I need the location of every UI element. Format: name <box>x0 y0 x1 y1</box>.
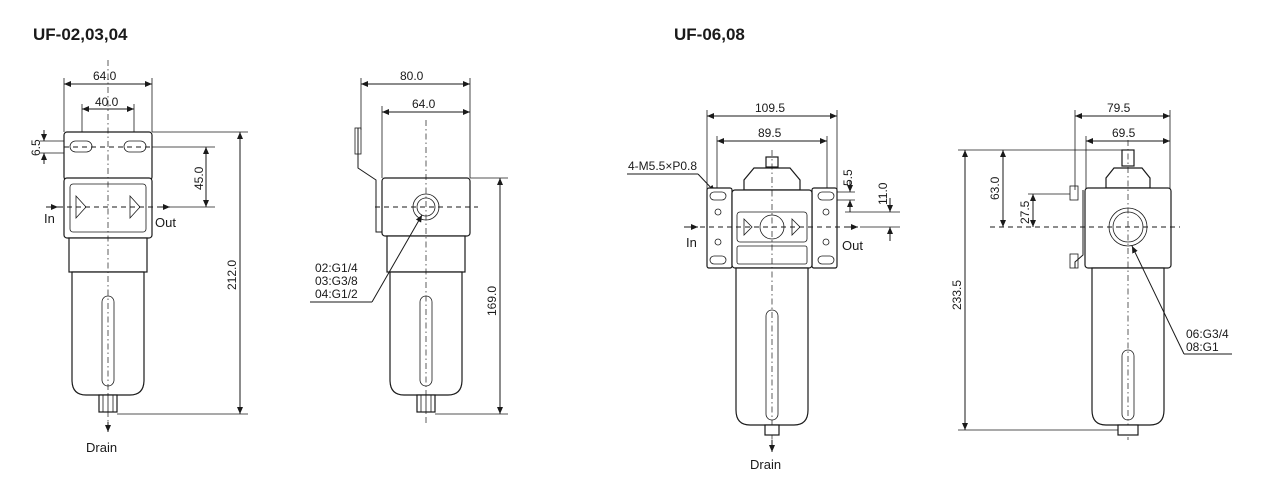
right-side-top-dim: 63.0 <box>988 176 1002 200</box>
right-group-title: UF-06,08 <box>674 25 745 44</box>
left-front-in-label: In <box>44 211 55 226</box>
right-front-width-dim: 109.5 <box>755 101 785 115</box>
right-front-drain-label: Drain <box>750 457 781 472</box>
right-front-in-label: In <box>686 235 697 250</box>
right-side-height-dim: 233.5 <box>950 280 964 310</box>
right-front-screw-spec: 4-M5.5×P0.8 <box>628 159 697 173</box>
left-side-view: 80.0 64.0 02:G1/4 03:G3/8 04:G1/2 <box>310 69 508 425</box>
left-side-port-03: 03:G3/8 <box>315 274 358 288</box>
left-group-title: UF-02,03,04 <box>33 25 128 44</box>
right-side-port-06: 06:G3/4 <box>1186 327 1229 341</box>
left-side-port-02: 02:G1/4 <box>315 261 358 275</box>
right-front-bracket-dim: 11.0 <box>876 182 890 205</box>
left-front-mount-dim: 40.0 <box>95 95 119 109</box>
right-side-bracket-dim: 27.5 <box>1018 200 1032 224</box>
left-side-body-dim: 64.0 <box>412 97 436 111</box>
left-front-width-dim: 64.0 <box>93 69 117 83</box>
right-side-body-dim: 69.5 <box>1112 126 1136 140</box>
left-front-out-label: Out <box>155 215 176 230</box>
left-side-height-dim: 169.0 <box>485 286 499 316</box>
left-side-port-04: 04:G1/2 <box>315 287 358 301</box>
right-front-slot-dim: 5.5 <box>841 169 855 186</box>
left-front-view: 64.0 40.0 6.5 Drain <box>29 60 248 455</box>
left-front-drain-label: Drain <box>86 440 117 455</box>
left-side-depth-dim: 80.0 <box>400 69 424 83</box>
left-front-height-dim: 212.0 <box>225 260 239 290</box>
right-front-view: 109.5 89.5 4-M5.5×P0.8 <box>627 101 900 472</box>
right-side-view: 79.5 69.5 63.0 27.5 233.5 <box>950 101 1232 440</box>
right-side-depth-dim: 79.5 <box>1107 101 1131 115</box>
right-side-port-08: 08:G1 <box>1186 340 1219 354</box>
right-front-mount-dim: 89.5 <box>758 126 782 140</box>
right-front-out-label: Out <box>842 238 863 253</box>
left-front-slot-dim: 6.5 <box>29 139 43 156</box>
left-front-offset-dim: 45.0 <box>192 166 206 190</box>
